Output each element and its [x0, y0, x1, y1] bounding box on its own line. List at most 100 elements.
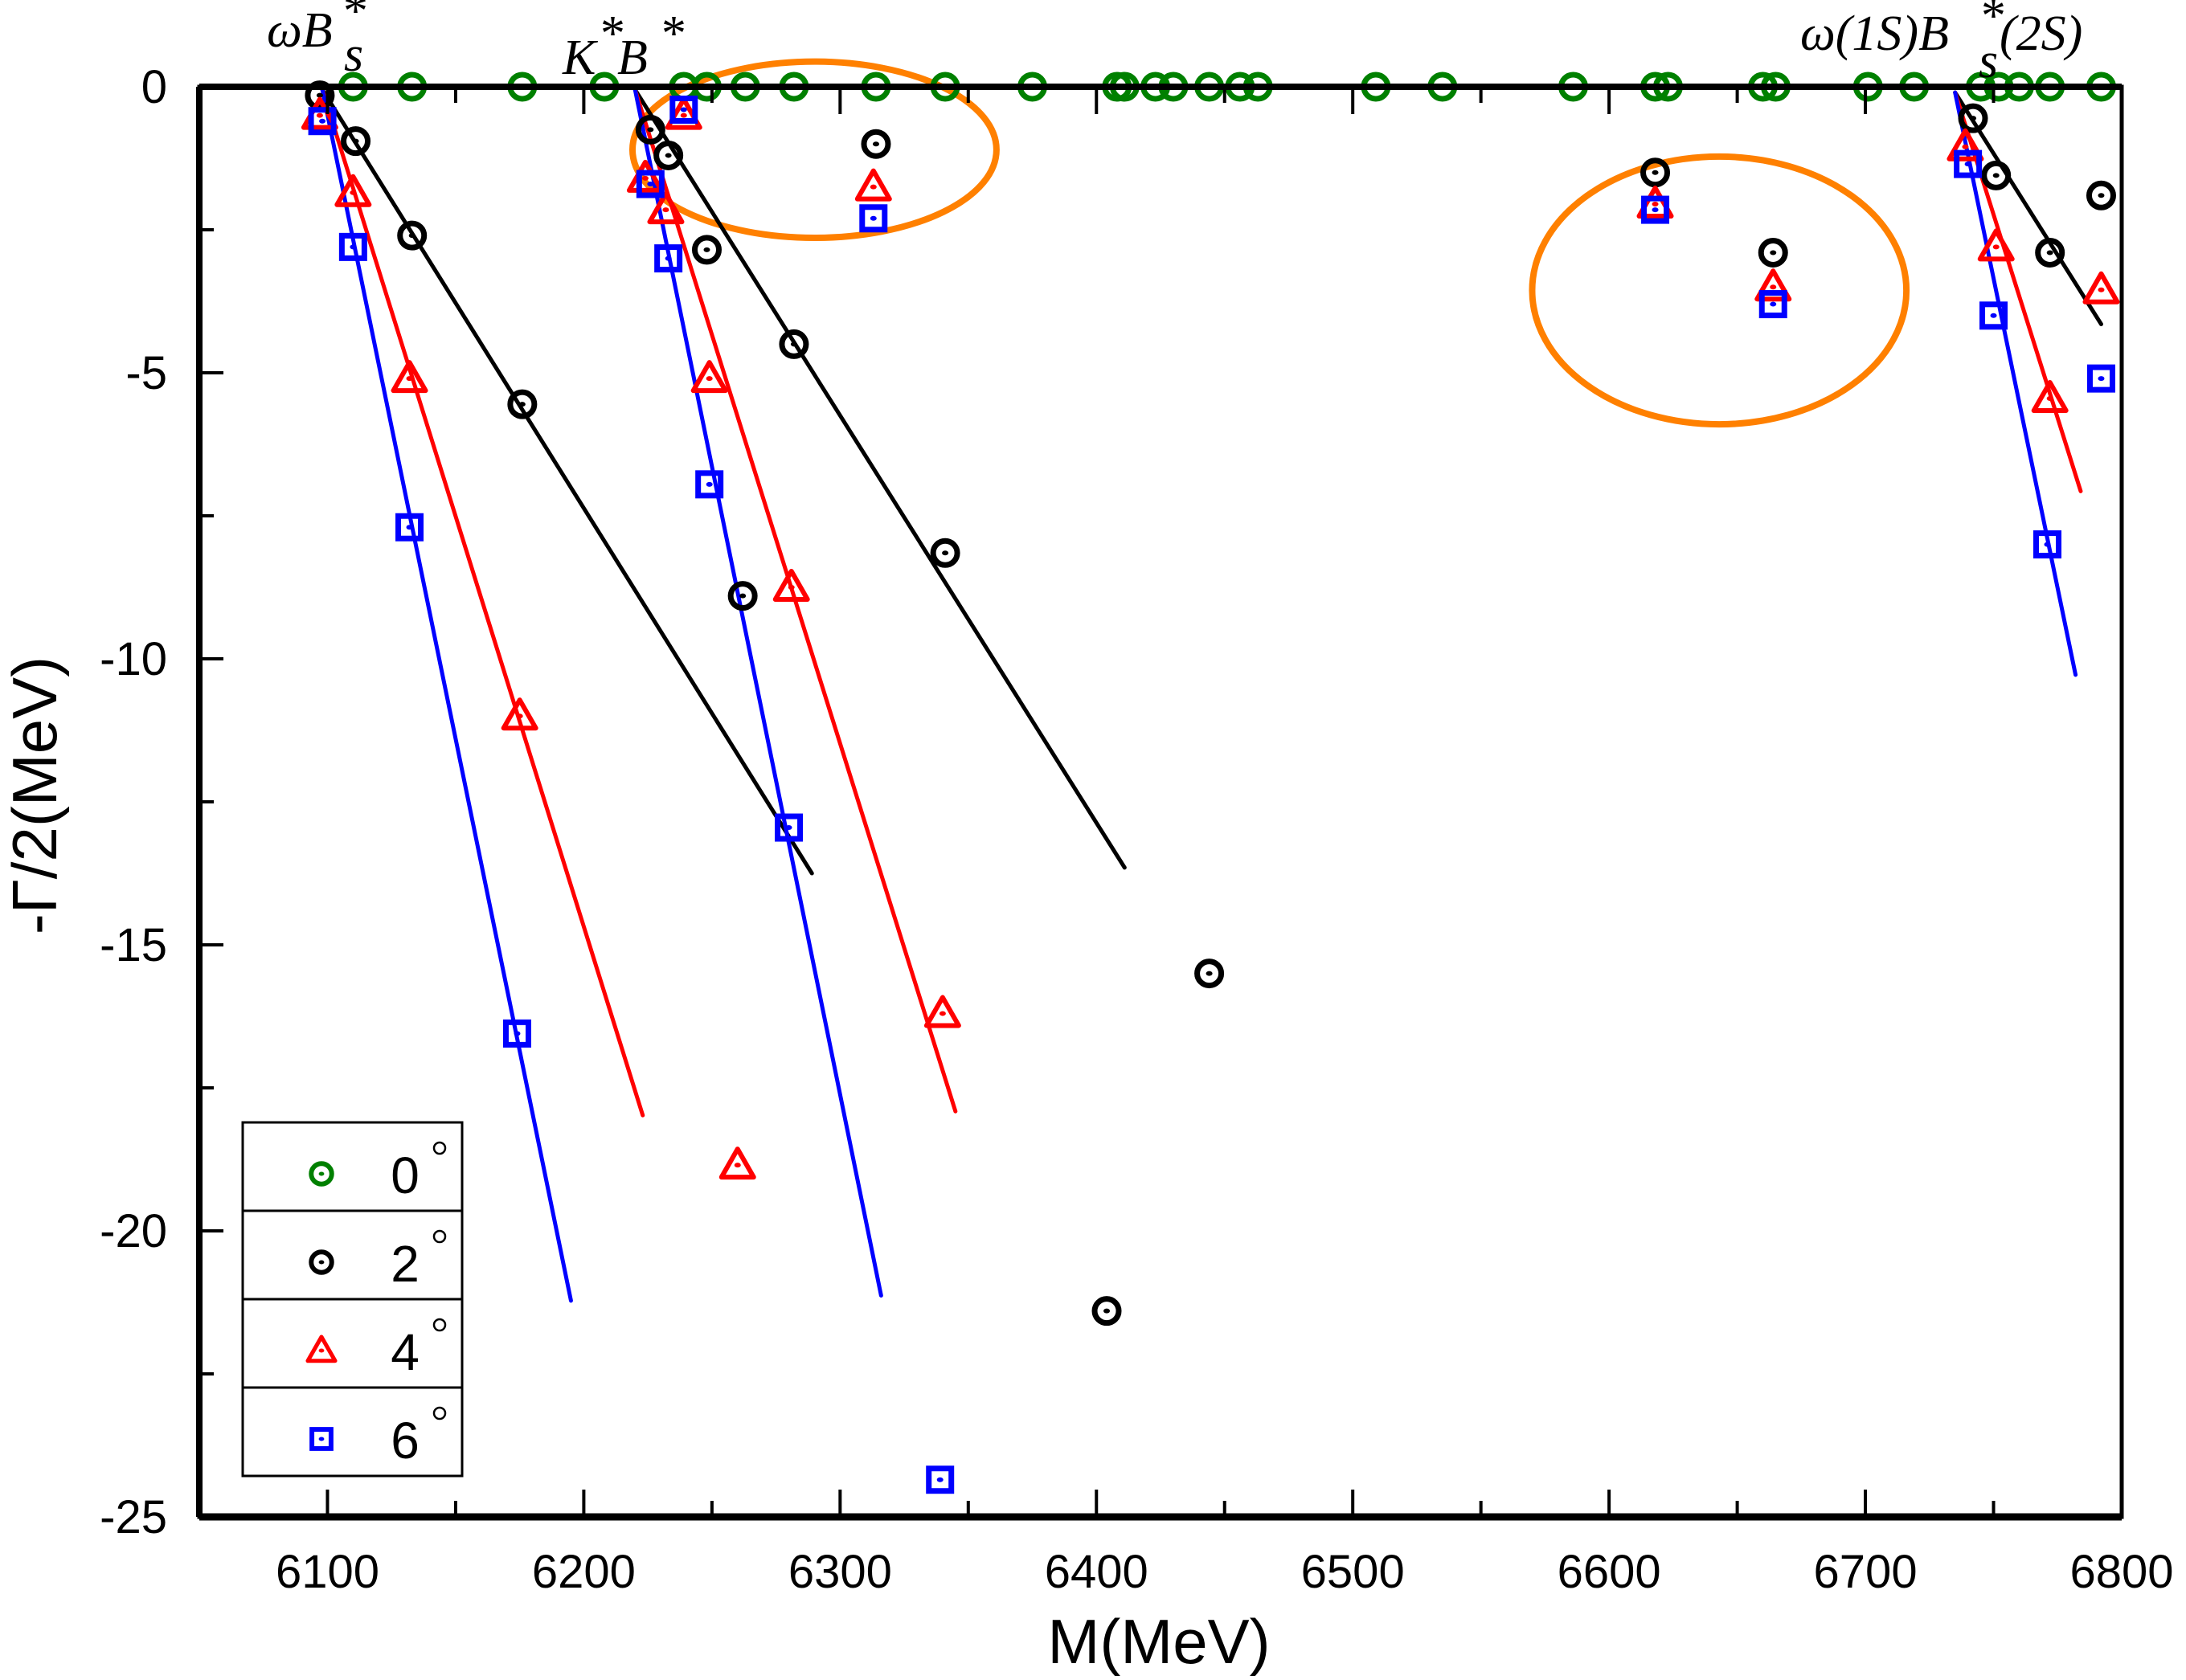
x-tick-label: 6100 — [276, 1546, 379, 1598]
square-marker-icon — [654, 244, 683, 273]
center-dot-icon — [870, 215, 877, 221]
circle-marker-icon — [1981, 160, 2012, 190]
triangle-marker-icon — [391, 360, 428, 394]
circle-marker-icon — [1091, 1296, 1122, 1326]
square-marker-icon — [775, 813, 804, 842]
center-dot-icon — [2098, 193, 2105, 198]
center-dot-icon — [734, 1163, 741, 1168]
circle-marker-icon — [653, 140, 684, 170]
circle-marker-icon — [309, 1249, 334, 1275]
center-dot-icon — [703, 247, 710, 252]
legend-label: 2 — [391, 1235, 420, 1293]
center-dot-icon — [514, 1031, 521, 1036]
fit-line — [632, 88, 883, 1298]
center-dot-icon — [936, 1477, 944, 1482]
fit-line — [1953, 90, 2078, 677]
circle-marker-icon — [397, 220, 428, 251]
highlight-ellipse — [628, 58, 1000, 241]
center-dot-icon — [406, 376, 413, 382]
legend-label: 0 — [391, 1147, 420, 1204]
center-dot-icon — [739, 593, 747, 599]
center-dot-icon — [870, 184, 877, 190]
legend-label: 6 — [391, 1412, 420, 1469]
center-dot-icon — [316, 112, 323, 118]
annotation-superscript: * — [341, 0, 366, 39]
center-dot-icon — [1103, 1308, 1111, 1314]
triangle-marker-icon — [305, 1335, 338, 1363]
square-marker-icon — [2086, 364, 2115, 393]
circle-marker-icon — [2035, 237, 2065, 268]
center-dot-icon — [647, 182, 654, 187]
center-dot-icon — [665, 255, 672, 261]
circle-marker-icon — [727, 581, 758, 611]
triangle-marker-icon — [2031, 380, 2069, 414]
legend: 0 2 4 6 — [241, 1121, 464, 1478]
circle-marker-icon — [861, 129, 891, 159]
center-dot-icon — [2098, 287, 2105, 292]
center-dot-icon — [1962, 144, 1969, 149]
legend-item — [241, 1386, 464, 1478]
triangle-marker-icon — [1636, 185, 1674, 219]
triangle-marker-icon — [1754, 268, 1792, 302]
center-dot-icon — [1206, 971, 1213, 976]
circle-marker-icon — [930, 538, 960, 568]
center-dot-icon — [680, 112, 687, 118]
annotation-omega1s-bs2s: ω(1S)B — [1800, 6, 1949, 61]
x-tick-label: 6400 — [1045, 1546, 1148, 1598]
annotation-superscript: * — [1979, 0, 2004, 43]
x-tick-label: 6200 — [532, 1546, 636, 1598]
triangle-marker-icon — [2082, 271, 2120, 305]
center-dot-icon — [647, 127, 654, 133]
center-dot-icon — [2046, 396, 2053, 402]
degree-icon — [432, 1406, 447, 1420]
circle-marker-icon — [1758, 237, 1788, 268]
legend-item — [241, 1121, 464, 1212]
center-dot-icon — [788, 585, 795, 590]
fit-line — [320, 88, 814, 876]
center-dot-icon — [706, 481, 713, 487]
x-tick-label: 6300 — [788, 1546, 892, 1598]
circle-marker-icon — [779, 329, 809, 359]
center-dot-icon — [352, 138, 359, 144]
center-dot-icon — [665, 153, 672, 158]
square-marker-icon — [309, 1427, 334, 1451]
y-axis-title: -Γ/2(MeV) — [0, 656, 70, 934]
center-dot-icon — [350, 244, 357, 250]
center-dot-icon — [1652, 170, 1659, 175]
y-tick-label: -20 — [100, 1205, 167, 1257]
x-tick-label: 6700 — [1814, 1546, 1918, 1598]
square-marker-icon — [502, 1019, 531, 1048]
center-dot-icon — [1652, 201, 1659, 206]
plot-frame — [196, 84, 2124, 1521]
center-dot-icon — [316, 92, 323, 98]
legend-label: 4 — [391, 1323, 420, 1381]
highlight-ellipse — [1529, 153, 1910, 428]
center-dot-icon — [518, 402, 526, 407]
center-dot-icon — [318, 1437, 325, 1441]
circle-marker-icon — [2086, 180, 2116, 211]
circle-marker-icon — [309, 1161, 334, 1187]
center-dot-icon — [319, 118, 326, 124]
x-axis-title: M(MeV) — [1047, 1606, 1270, 1677]
center-dot-icon — [680, 107, 687, 112]
circle-marker-icon — [507, 389, 538, 419]
center-dot-icon — [1990, 313, 1997, 318]
center-dot-icon — [408, 233, 416, 239]
center-dot-icon — [318, 1171, 325, 1176]
center-dot-icon — [516, 713, 523, 719]
y-tick-label: -5 — [125, 347, 167, 399]
fit-line — [320, 88, 645, 1118]
annotation-kstar-bstar-b: B — [617, 31, 648, 85]
circle-marker-icon — [691, 235, 722, 265]
y-axis-ticks: 0-5-10-15-20-25 — [100, 61, 223, 1543]
center-dot-icon — [1652, 207, 1659, 213]
square-marker-icon — [338, 232, 367, 261]
square-marker-icon — [859, 204, 888, 233]
data-points — [301, 72, 2120, 1494]
center-dot-icon — [1992, 173, 2000, 178]
center-dot-icon — [406, 525, 413, 530]
circle-marker-icon — [1194, 959, 1225, 989]
square-marker-icon — [1979, 301, 2008, 330]
fit-line — [320, 88, 573, 1303]
